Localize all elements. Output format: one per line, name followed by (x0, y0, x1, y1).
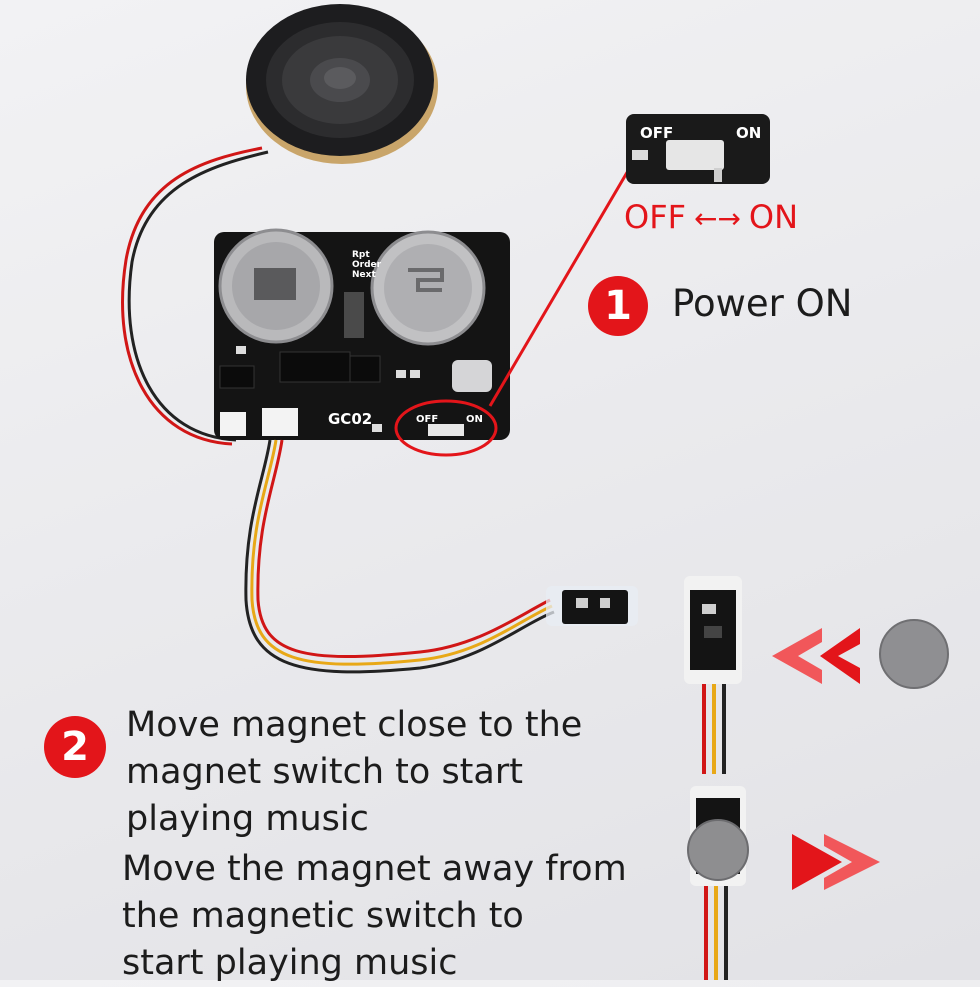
instruction-line: playing music (126, 799, 369, 839)
board-off-label: OFF (416, 414, 439, 425)
sensor-wire-yellow (250, 439, 553, 666)
instruction-line: Move the magnet away from (122, 849, 627, 889)
board-model-label: GC02 (328, 410, 373, 428)
board-mode-order: Order (352, 260, 382, 270)
closeup-on-label: ON (736, 124, 762, 142)
speaker (246, 4, 438, 164)
sensor-wire-black (244, 439, 555, 674)
pointer-line (488, 163, 634, 407)
switch-closeup (626, 114, 770, 184)
magnet-sensor (546, 586, 638, 626)
sensor-module-away (687, 786, 749, 980)
magnet-away-instruction: Move the magnet away from the magnetic s… (122, 846, 642, 987)
board-mode-rpt: Rpt (352, 250, 370, 260)
board-on-label: ON (466, 414, 483, 425)
instruction-line: magnet switch to start (126, 752, 523, 792)
step-2-badge: 2 (44, 716, 106, 778)
power-on-caption: Power ON (672, 282, 853, 325)
step-1-badge: 1 (588, 276, 648, 336)
switch-arrow-icon: ←→ (694, 202, 741, 235)
switch-state-legend: OFF←→ON (624, 198, 798, 236)
closeup-off-label: OFF (640, 124, 674, 142)
board-mode-next: Next (352, 270, 376, 280)
instruction-line: the magnetic switch to (122, 896, 524, 936)
speaker-wire-black (127, 150, 269, 442)
sensor-module-close (684, 576, 742, 774)
sensor-wire-red (256, 439, 551, 658)
speaker-wire-red (121, 146, 263, 446)
magnet-close-instruction: Move magnet close to the magnet switch t… (126, 702, 606, 843)
switch-on-text: ON (748, 198, 799, 236)
music-board (214, 228, 510, 440)
instruction-line: Move magnet close to the (126, 705, 583, 745)
board-mode-labels: Rpt Order Next (352, 250, 381, 280)
approach-arrows (772, 628, 860, 684)
magnet-disc (879, 619, 949, 689)
away-arrows (792, 834, 880, 890)
instruction-line: start playing music (122, 943, 458, 983)
switch-off-text: OFF (624, 198, 686, 236)
power-switch-highlight (394, 399, 498, 457)
